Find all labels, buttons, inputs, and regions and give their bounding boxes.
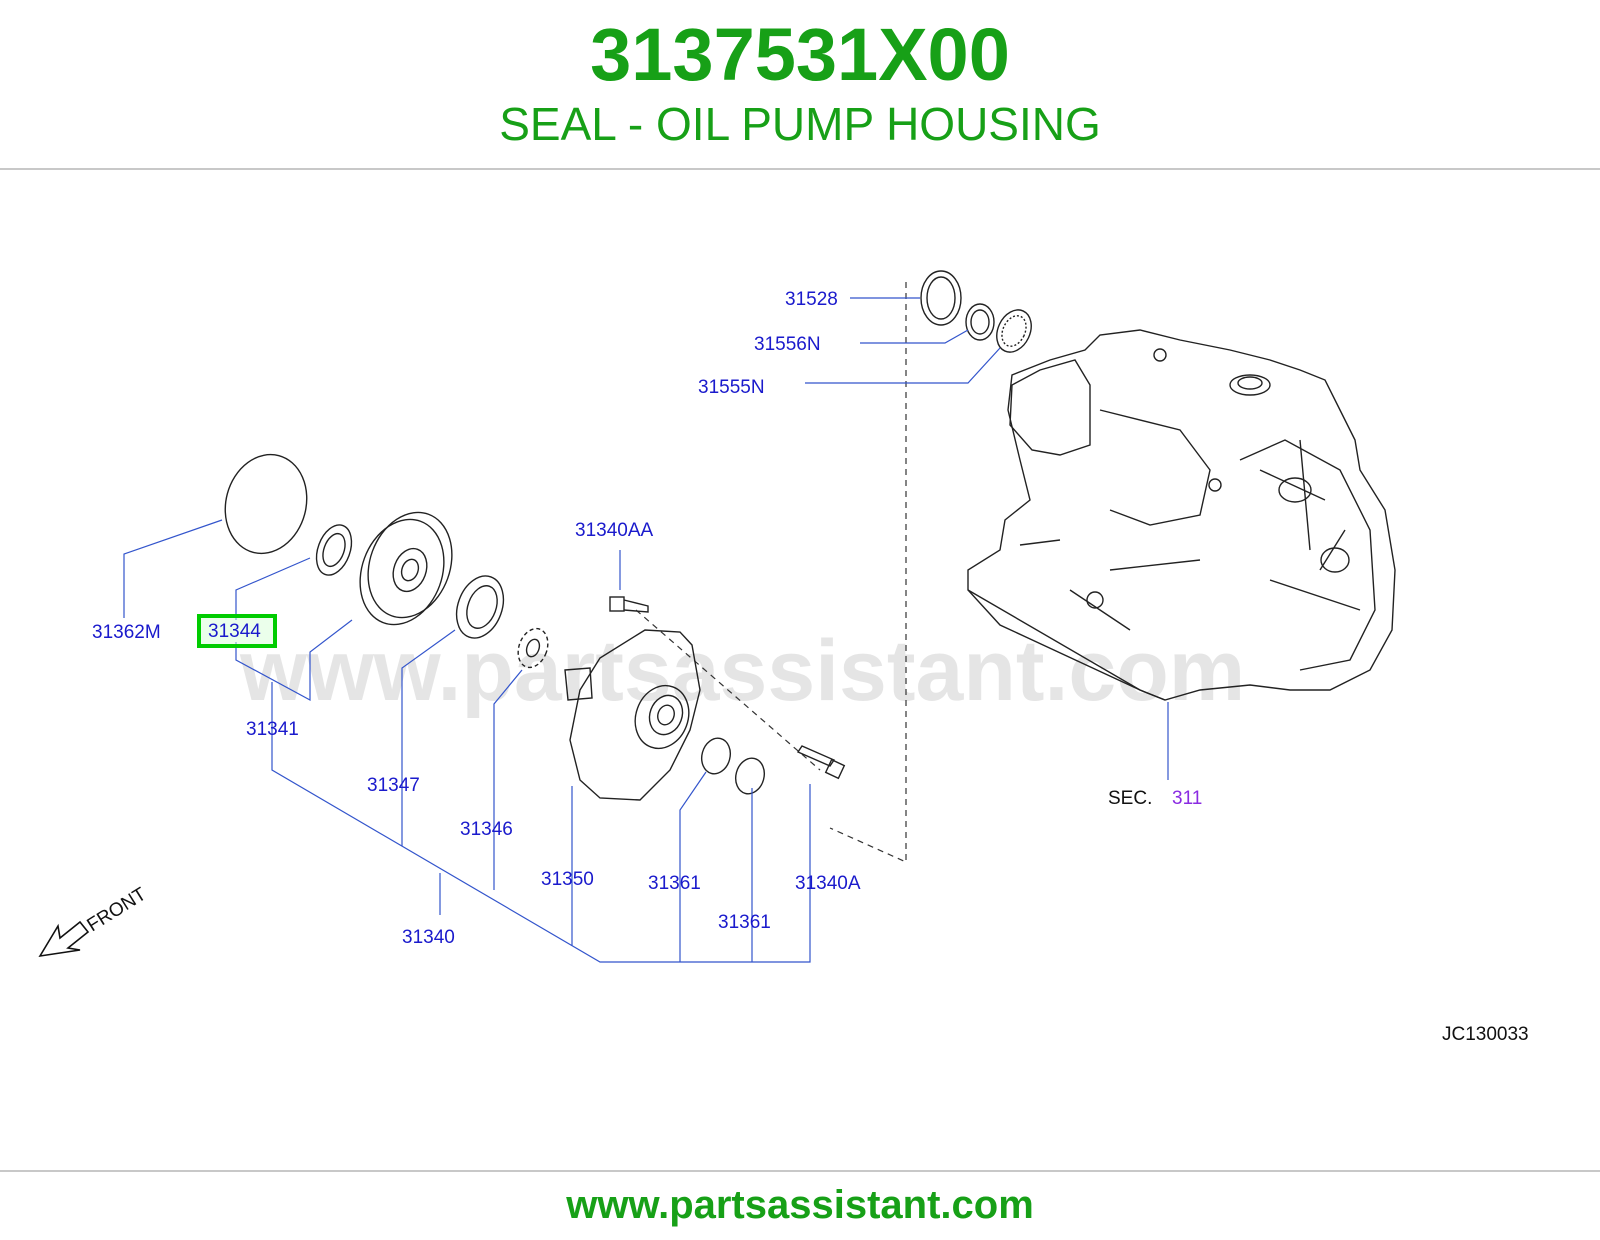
leader-31346 (493, 669, 523, 890)
part-31347-outer-gear[interactable] (448, 569, 511, 644)
label-31340[interactable]: 31340 (402, 927, 455, 948)
label-31361a[interactable]: 31361 (648, 873, 701, 894)
highlight-box-31344 (197, 614, 277, 648)
part-31361-oring-b[interactable] (732, 755, 768, 797)
part-31350-pump-housing[interactable] (564, 629, 701, 801)
part-31344-seal[interactable] (310, 520, 358, 580)
leader-31361a (679, 771, 707, 962)
leader-31344-bottom (235, 619, 353, 702)
front-arrow-icon (38, 920, 90, 958)
footer-website-link[interactable]: www.partsassistant.com (566, 1183, 1034, 1227)
leader-31340-bracket (271, 682, 811, 963)
label-31555N[interactable]: 31555N (698, 377, 765, 398)
header-divider (0, 168, 1600, 170)
part-31528-washer-inner (926, 276, 956, 320)
part-31341-pump-cover[interactable] (346, 501, 466, 637)
leader-31347 (401, 629, 456, 846)
part-31362M-oring[interactable] (214, 445, 317, 562)
part-31346-inner-gear[interactable] (513, 624, 553, 671)
label-front: FRONT (84, 884, 151, 937)
label-31347[interactable]: 31347 (367, 775, 420, 796)
label-31341[interactable]: 31341 (246, 719, 299, 740)
footer-divider (0, 1170, 1600, 1172)
part-31340AA-bolt[interactable] (609, 596, 649, 613)
leader-31344-top (235, 557, 311, 620)
label-sec: SEC. (1108, 788, 1152, 809)
label-31528[interactable]: 31528 (785, 289, 838, 310)
part-31555N-bearing[interactable] (990, 304, 1038, 357)
label-31362M[interactable]: 31362M (92, 622, 161, 643)
part-number-title: 3137531X00 (590, 13, 1010, 96)
label-31344[interactable]: 31344 (208, 621, 261, 642)
leader-31555N (805, 347, 1001, 384)
part-31555N-bearing-rollers (1001, 315, 1027, 347)
label-31350[interactable]: 31350 (541, 869, 594, 890)
watermark: www.partsassistant.com (239, 623, 1245, 719)
leader-31556N (860, 329, 969, 344)
label-31340AA[interactable]: 31340AA (575, 520, 654, 541)
exploded-parts-diagram: www.partsassistant.com 31528 31556N 3155… (38, 270, 1529, 1045)
label-31361b[interactable]: 31361 (718, 912, 771, 933)
diagram-code: JC130033 (1442, 1024, 1529, 1045)
label-31340A[interactable]: 31340A (795, 873, 861, 894)
leader-31362M (123, 519, 223, 618)
link-sec-311[interactable]: 311 (1172, 788, 1202, 809)
part-31344-seal-inner (322, 532, 346, 568)
part-31556N-washer[interactable] (965, 303, 995, 341)
part-name-subtitle: SEAL - OIL PUMP HOUSING (499, 98, 1101, 150)
part-31556N-washer-inner (970, 309, 990, 335)
part-31340A-bolt[interactable] (796, 745, 846, 780)
part-31528-washer[interactable] (920, 270, 962, 326)
part-31361-oring-a[interactable] (698, 735, 734, 777)
label-31556N[interactable]: 31556N (754, 334, 821, 355)
bolt-dash-line (635, 609, 821, 771)
assembly-dash-line (829, 282, 907, 863)
transmission-housing (967, 329, 1396, 701)
label-31346[interactable]: 31346 (460, 819, 513, 840)
